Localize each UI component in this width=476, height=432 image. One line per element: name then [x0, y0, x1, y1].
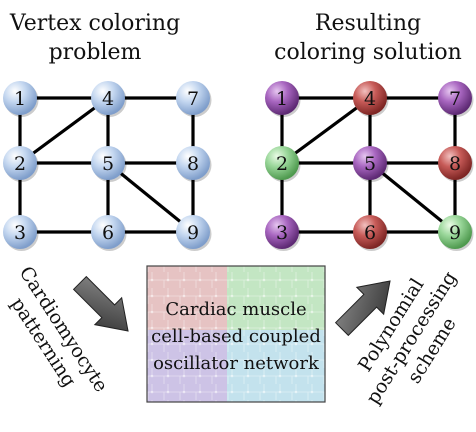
problem-node-label: 3: [14, 222, 26, 244]
solution-node-7: 7: [438, 81, 474, 117]
problem-node-1: 1: [3, 81, 39, 117]
problem-node-label: 8: [187, 153, 199, 175]
circuit-texture: [147, 266, 325, 402]
problem-node-circle: [176, 81, 210, 115]
problem-node-circle: [3, 81, 37, 115]
problem-node-circle: [91, 81, 125, 115]
box-overlay: [147, 266, 325, 402]
problem-node-5: 5: [91, 146, 127, 182]
problem-node-circle: [91, 215, 125, 249]
solution-node-6: 6: [353, 215, 389, 251]
solution-node-4: 4: [353, 81, 389, 117]
solution-title-line2: coloring solution: [274, 40, 462, 65]
solution-node-label: 9: [449, 222, 461, 244]
problem-node-label: 7: [187, 88, 199, 110]
post-processing-arrow: [334, 280, 391, 337]
box-text-line1: Cardiac muscle: [165, 299, 306, 320]
solution-node-circle: [265, 215, 299, 249]
solution-node-label: 5: [364, 153, 376, 175]
oscillator-network-box: Cardiac muscle cell-based coupled oscill…: [146, 265, 326, 403]
solution-node-9: 9: [438, 215, 474, 251]
problem-node-6: 6: [91, 215, 127, 251]
solution-node-5: 5: [353, 146, 389, 182]
problem-edge-5-9: [106, 161, 195, 234]
problem-node-circle: [3, 146, 37, 180]
solution-node-label: 8: [449, 153, 461, 175]
solution-edge-2-4: [281, 96, 371, 165]
solution-graph: 1 2 3 4 5 6 7 8 9: [265, 81, 474, 251]
problem-title-line2: problem: [49, 40, 142, 65]
solution-node-circle: [265, 146, 299, 180]
problem-edge-2-4: [19, 96, 109, 165]
solution-node-circle: [265, 81, 299, 115]
box-border: [146, 265, 326, 403]
problem-node-label: 2: [14, 153, 26, 175]
solution-node-circle: [438, 215, 472, 249]
solution-node-circle: [353, 215, 387, 249]
solution-title-line1: Resulting: [315, 11, 421, 36]
problem-node-label: 1: [14, 88, 26, 110]
solution-node-3: 3: [265, 215, 301, 251]
solution-node-circle: [353, 146, 387, 180]
problem-node-label: 6: [102, 222, 114, 244]
solution-node-label: 6: [364, 222, 376, 244]
solution-node-label: 3: [276, 222, 288, 244]
box-text-line2: cell-based coupled: [151, 326, 321, 347]
solution-node-2: 2: [265, 146, 301, 182]
solution-node-label: 7: [449, 88, 461, 110]
problem-node-label: 5: [102, 153, 114, 175]
patterning-label: Cardiomyocyte patterning: [6, 262, 112, 396]
solution-node-circle: [353, 81, 387, 115]
problem-node-2: 2: [3, 146, 39, 182]
solution-node-label: 1: [276, 88, 288, 110]
problem-node-circle: [176, 215, 210, 249]
solution-node-8: 8: [438, 146, 474, 182]
box-text-line3: oscillator network: [153, 353, 320, 374]
solution-node-label: 4: [364, 88, 376, 110]
solution-node-circle: [438, 146, 472, 180]
problem-node-circle: [3, 215, 37, 249]
problem-node-9: 9: [176, 215, 212, 251]
solution-node-circle: [438, 81, 472, 115]
problem-node-label: 9: [187, 222, 199, 244]
post-processing-label: Polynomial post-processing scheme: [354, 268, 461, 409]
problem-node-label: 4: [102, 88, 114, 110]
problem-graph: 1 2 3 4 5 6 7 8 9: [3, 81, 212, 251]
problem-node-4: 4: [91, 81, 127, 117]
problem-node-circle: [91, 146, 125, 180]
problem-node-7: 7: [176, 81, 212, 117]
solution-edge-5-9: [368, 161, 457, 234]
problem-node-8: 8: [176, 146, 212, 182]
patterning-arrow: [72, 275, 129, 332]
problem-node-3: 3: [3, 215, 39, 251]
problem-node-circle: [176, 146, 210, 180]
problem-title-line1: Vertex coloring: [9, 11, 180, 36]
solution-node-label: 2: [276, 153, 288, 175]
solution-node-1: 1: [265, 81, 301, 117]
